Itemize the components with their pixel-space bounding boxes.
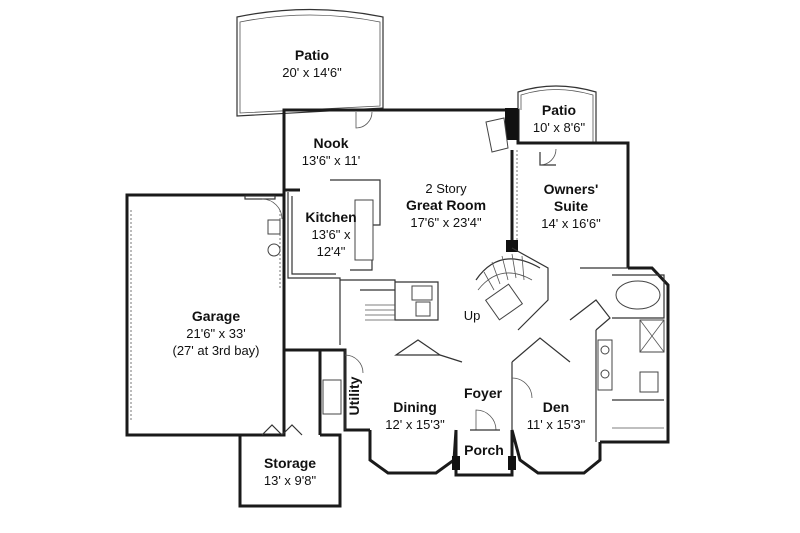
patio-right-dims: 10' x 8'6" xyxy=(533,120,586,135)
room-labels: Patio 20' x 14'6" Patio 10' x 8'6" Nook … xyxy=(172,47,601,488)
interior-walls xyxy=(261,108,665,470)
great-room-dims: 17'6" x 23'4" xyxy=(410,215,482,230)
dining-name: Dining xyxy=(393,399,437,415)
storage-dims: 13' x 9'8" xyxy=(264,473,317,488)
utility-name: Utility xyxy=(346,376,362,415)
storage-name: Storage xyxy=(264,455,316,471)
kitchen-name: Kitchen xyxy=(305,209,356,225)
patio-top-dims: 20' x 14'6" xyxy=(282,65,342,80)
garage-note: (27' at 3rd bay) xyxy=(172,343,259,358)
great-room-name: Great Room xyxy=(406,197,486,213)
great-room-line1: 2 Story xyxy=(425,181,467,196)
foyer-name: Foyer xyxy=(464,385,503,401)
garage-dims: 21'6" x 33' xyxy=(186,326,245,341)
den-name: Den xyxy=(543,399,569,415)
kitchen-dims2: 12'4" xyxy=(317,244,346,259)
stair-up-label: Up xyxy=(464,308,481,323)
kitchen-dims1: 13'6" x xyxy=(312,227,351,242)
owners-suite-line1: Owners' xyxy=(544,181,599,197)
main-stair xyxy=(475,247,549,331)
nook-name: Nook xyxy=(314,135,349,151)
dining-dims: 12' x 15'3" xyxy=(385,417,445,432)
rear-stair xyxy=(365,304,395,321)
patio-right-name: Patio xyxy=(542,102,576,118)
nook-dims: 13'6" x 11' xyxy=(302,153,361,168)
porch-name: Porch xyxy=(464,442,504,458)
patio-top-area xyxy=(236,8,384,117)
garage-name: Garage xyxy=(192,308,240,324)
patio-right-area xyxy=(517,85,597,143)
den-dims: 11' x 15'3" xyxy=(527,417,586,432)
patio-top-name: Patio xyxy=(295,47,329,63)
owners-suite-dims: 14' x 16'6" xyxy=(541,216,601,231)
owners-suite-line2: Suite xyxy=(554,198,588,214)
